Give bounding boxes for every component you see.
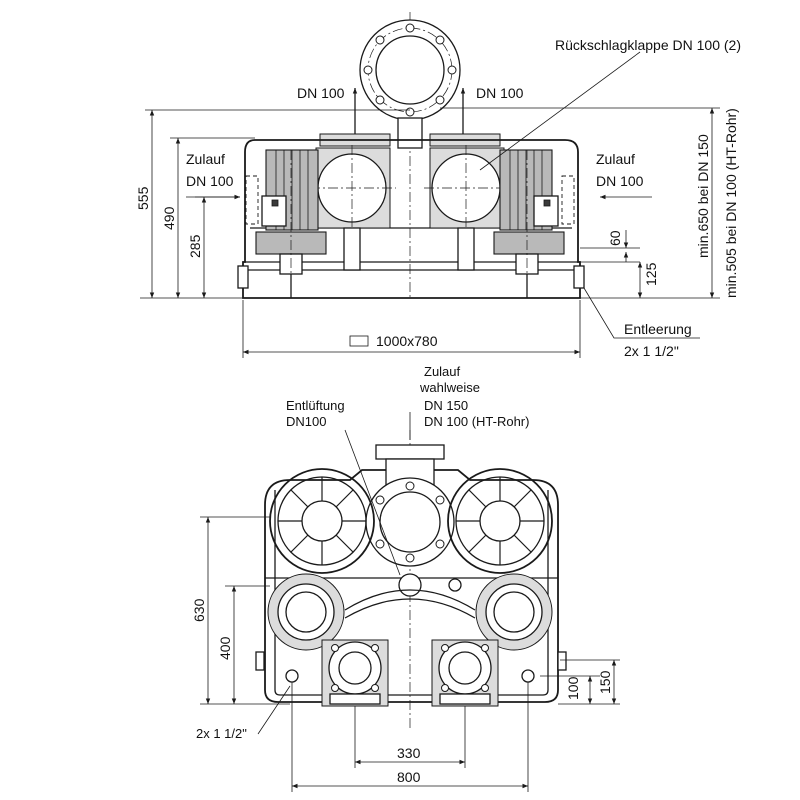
inlet-left-label-2: DN 100 [186,173,234,189]
drain-label-2: 2x 1 1/2" [624,343,679,359]
side-port-right [557,651,567,671]
plan-central-flange [365,477,455,567]
outlet-right-label: DN 100 [476,85,524,101]
top-elevation-view: Rückschlagklappe DN 100 (2) DN 100 DN 10… [135,12,741,359]
connection-leader [257,685,291,735]
plan-inlet-label-3: DN 150 [424,398,468,413]
dim-630-label: 630 [191,598,207,622]
manifold-pipe-inner [344,598,476,619]
inner-pipe-right [457,227,475,271]
dim-490-label: 490 [161,206,177,230]
footprint-label: 1000x780 [376,333,438,349]
small-port [448,578,462,592]
check-valve-label: Rückschlagklappe DN 100 (2) [555,37,741,53]
dim-150-label: 150 [597,670,613,694]
drain-hole-right [521,669,535,683]
side-port-left [255,651,265,671]
dim-125-label: 125 [643,262,659,286]
inlet-right-label-1: Zulauf [596,151,635,167]
lower-flange-left [321,639,389,707]
lower-flange-right [431,639,499,707]
pump-housing-left [267,573,345,651]
dim-555-label: 555 [135,186,151,210]
dimensions-right [440,107,720,299]
inlet-sleeve-left [245,175,259,225]
pump-motor-right [493,149,565,298]
discharge-flange [359,19,461,149]
outlet-left-label: DN 100 [297,85,345,101]
vent-label-1: Entlüftung [286,398,345,413]
dim-100-label: 100 [565,676,581,700]
plan-inlet-label-4: DN 100 (HT-Rohr) [424,414,529,429]
dim-60-label: 60 [607,230,623,246]
plan-dimensions-bottom [291,682,529,792]
min-depth-label-2: min.505 bei DN 100 (HT-Rohr) [723,108,739,298]
dim-285-label: 285 [187,234,203,258]
manifold-pipe [344,589,476,611]
vent-leader [344,429,401,576]
check-valve-right [424,145,510,232]
inner-pipe-left [343,227,361,271]
fan-cover-right [447,468,553,574]
footprint-dimension [242,300,581,358]
vent-label-2: DN100 [286,414,326,429]
connection-label: 2x 1 1/2" [196,726,247,741]
plan-inlet-label-1: Zulauf [424,364,461,379]
plan-dimensions-right [540,659,620,705]
dimensions-left [140,109,410,299]
pump-motor-left [255,149,327,298]
inlet-sleeve-right [561,175,575,225]
check-valve-leader [479,51,641,171]
vent-opening [398,573,422,597]
plan-dimensions-left [200,516,290,705]
bottom-plan-view: Zulauf wahlweise DN 150 DN 100 (HT-Rohr)… [191,364,620,792]
drain-label-1: Entleerung [624,321,692,337]
fan-cover-left [269,468,375,574]
check-valve-left [310,145,396,232]
pump-housing-right [475,573,553,651]
footprint-rect-icon [349,335,369,347]
dim-400-label: 400 [217,636,233,660]
plan-inlet-label-2: wahlweise [419,380,480,395]
dim-800-label: 800 [397,769,421,785]
drain-leader [583,287,700,339]
drain-hole-left [285,669,299,683]
inlet-right-label-2: DN 100 [596,173,644,189]
dim-330-label: 330 [397,745,421,761]
outlet-pipes [352,88,466,140]
inlet-left-label-1: Zulauf [186,151,225,167]
min-depth-label-1: min.650 bei DN 150 [695,134,711,258]
